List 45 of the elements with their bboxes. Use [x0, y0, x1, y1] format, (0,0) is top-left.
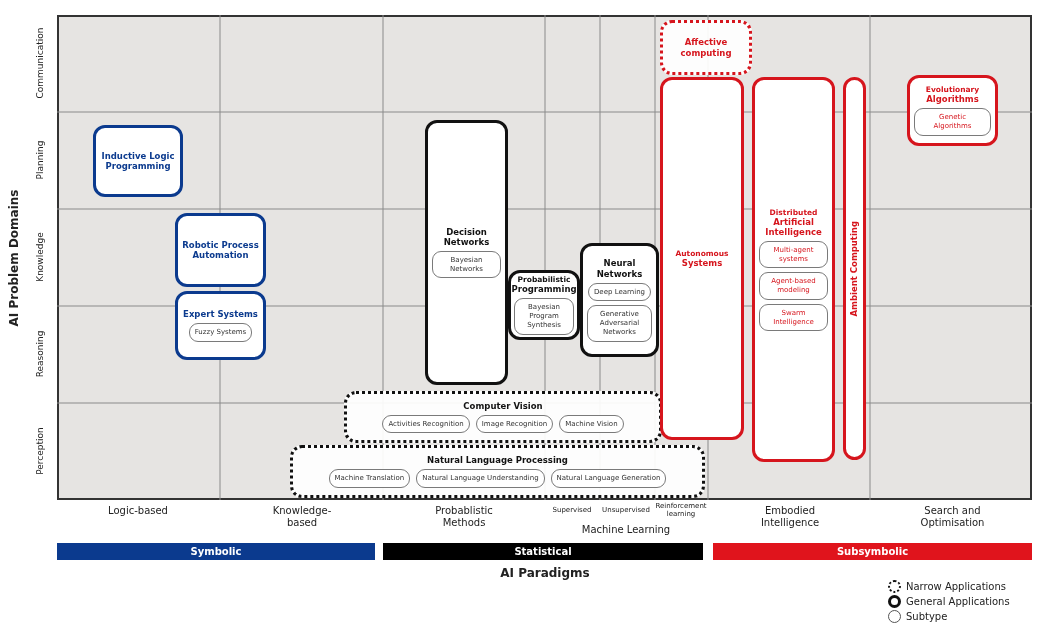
node-heading: Robotic Process Automation: [182, 239, 259, 261]
legend-label: General Applications: [906, 596, 1010, 607]
axis-label: Logic-based: [107, 505, 169, 517]
axis-label: Knowledge: [34, 232, 46, 282]
application-box: [425, 120, 508, 385]
application-box: [843, 77, 866, 460]
node-heading: Computer Vision: [463, 400, 543, 411]
axis-label: Perception: [34, 427, 46, 475]
application-box: [93, 125, 183, 197]
node-heading: Affective computing: [679, 37, 733, 58]
axis-label: Embodied Intelligence: [759, 505, 821, 529]
axis-title: AI Problem Domains: [6, 189, 22, 327]
axis-label: Machine Learning: [580, 524, 672, 536]
node-heading: Algorithms: [926, 94, 979, 105]
application-box: [580, 243, 659, 357]
axis-label: Probablistic Methods: [434, 505, 494, 529]
application-box: [660, 77, 744, 440]
paradigm-bar: Symbolic: [57, 543, 375, 560]
application-box: [752, 77, 835, 462]
paradigm-bar: Subsymbolic: [713, 543, 1032, 560]
application-box: [508, 270, 580, 340]
axis-label: Search and Optimisation: [919, 505, 986, 529]
node-heading: Decision Networks: [442, 226, 491, 247]
legend-label: Narrow Applications: [906, 581, 1006, 592]
axis-title: AI Paradigms: [499, 566, 591, 581]
application-box: [907, 75, 998, 146]
node-heading: Natural Language Processing: [427, 455, 568, 466]
axis-label: Reasoning: [34, 330, 46, 378]
node-heading: Inductive Logic Programming: [100, 150, 176, 172]
node-heading: Expert Systems: [183, 309, 258, 320]
application-box: [175, 213, 266, 287]
axis-label: Knowledge-based: [271, 505, 333, 529]
application-box: [175, 291, 266, 360]
node-heading: Artificial Intelligence: [764, 216, 823, 237]
narrow-application-box: [344, 391, 662, 443]
node-heading: Ambient Computing: [849, 220, 860, 317]
axis-label: Communication: [34, 27, 46, 99]
narrow-application-box: [290, 445, 705, 498]
paradigm-bar: Statistical: [383, 543, 703, 560]
axis-label: Planning: [34, 140, 46, 180]
narrow-application-box: [660, 20, 752, 75]
node-heading: Programming: [511, 284, 577, 295]
legend-label: Subtype: [906, 611, 948, 622]
node-heading: Neural Networks: [595, 258, 644, 279]
node-heading: Systems: [681, 257, 723, 269]
